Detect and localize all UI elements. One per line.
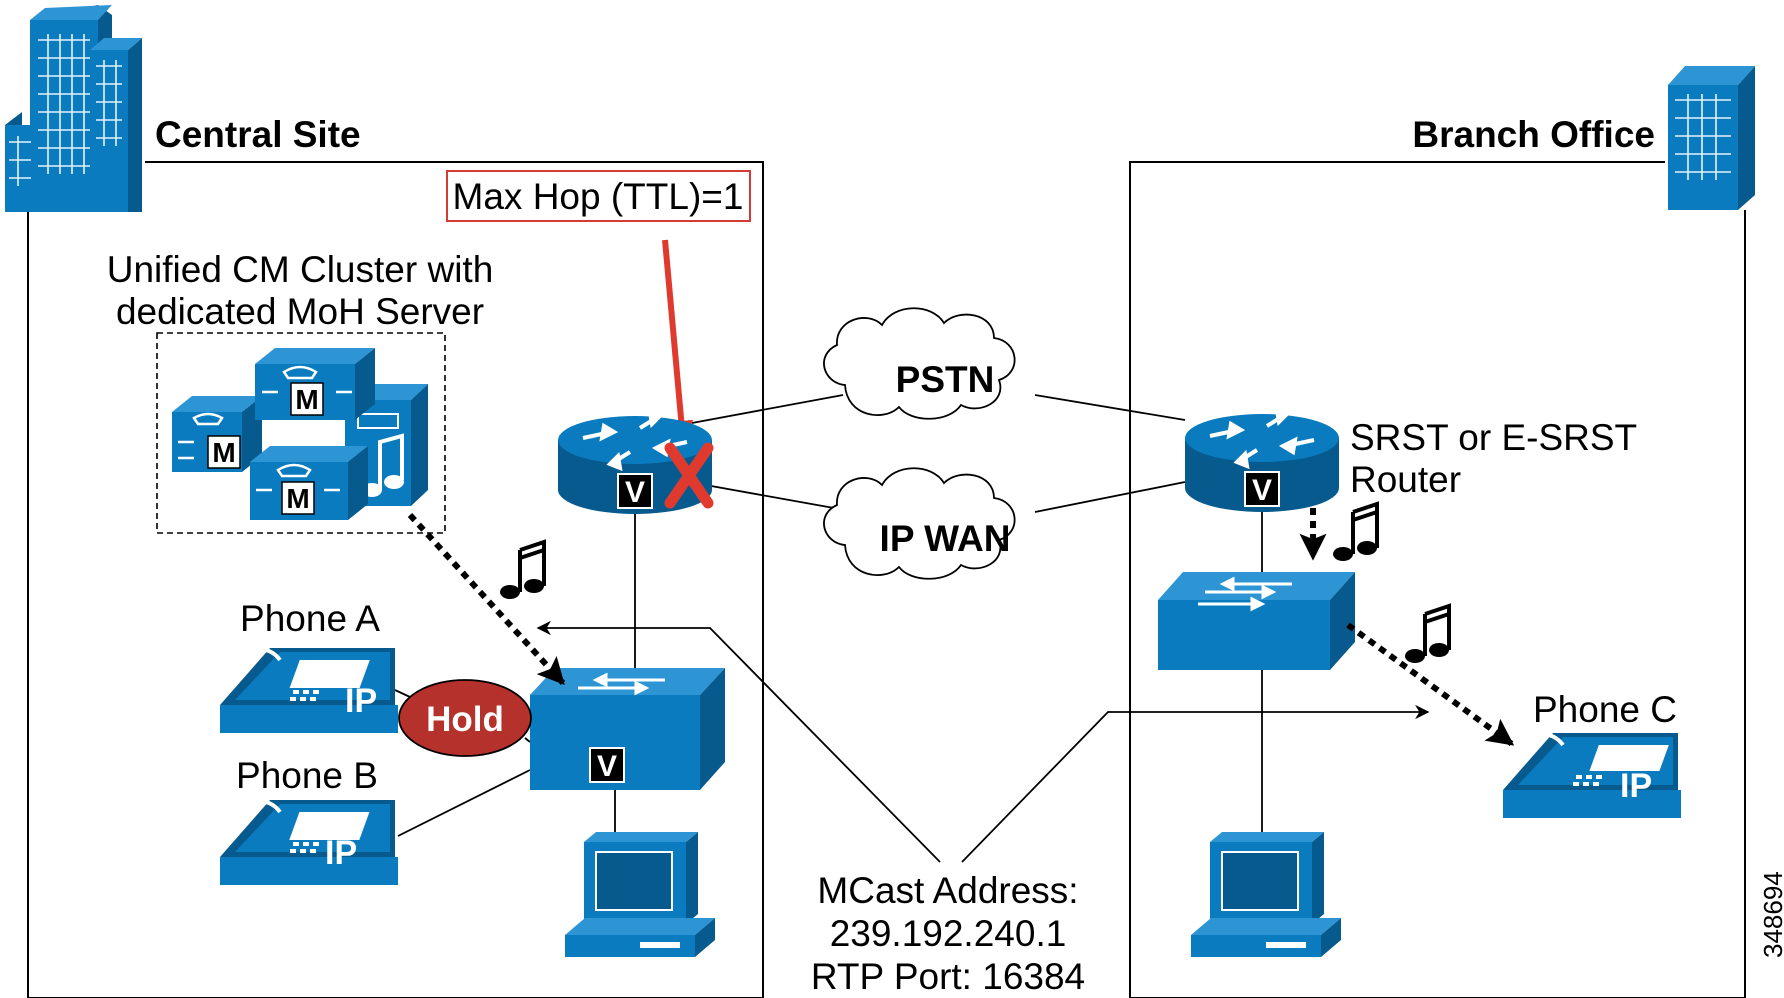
pstn-label: PSTN [896,359,995,400]
links [394,394,1263,840]
blocked-x-icon [664,442,714,509]
m-badge-top: M [295,384,318,415]
ttl-arrow [662,239,694,445]
branch-router-icon: V [1185,406,1339,512]
max-hop-box [446,170,751,222]
hold-label: Hold [426,700,504,739]
branch-office-label: Branch Office [1412,114,1655,155]
moh-stream-arrows [407,508,1515,747]
branch-switch-icon [1158,572,1355,670]
central-site-label: Central Site [155,114,361,155]
central-router-icon: V [558,408,712,514]
srst-label-line1: SRST or E-SRST [1350,417,1637,458]
mcast-flow-central [536,620,941,863]
phone-a-icon: IP [220,647,398,733]
music-note-icon [500,539,546,599]
central-site-boundary [27,161,764,998]
v-badge-branch-router: V [1252,474,1272,507]
branch-pc-icon [1191,832,1341,957]
central-pc-icon [565,832,715,957]
phone-b-label: Phone B [236,755,378,796]
m-badge-left: M [212,437,235,468]
pstn-cloud: PSTN [823,307,1016,420]
phone-b-icon: IP [220,799,398,885]
cm-server-top: M [255,348,375,420]
cm-server-left: M [172,396,262,472]
cluster-boundary [156,332,446,534]
srst-label-line2: Router [1350,459,1461,500]
music-note-icon [1405,603,1451,663]
mcast-ip-label: 239.192.240.1 [830,913,1067,954]
cm-server-bottom: M [250,446,368,520]
cluster-label-line2: dedicated MoH Server [116,291,484,332]
max-hop-label: Max Hop (TTL)=1 [453,176,744,217]
central-building-icon [5,5,142,212]
v-badge-central-switch: V [597,750,617,783]
phone-c-ip-text: IP [1620,767,1652,805]
branch-building-icon [1668,66,1755,210]
branch-office-boundary [1129,161,1746,998]
ip-wan-cloud: IP WAN [823,467,1016,580]
cluster-label-line1: Unified CM Cluster with [107,249,494,290]
phone-c-label: Phone C [1533,689,1677,730]
v-badge-central-router: V [625,476,645,509]
ip-wan-label: IP WAN [880,518,1011,559]
phone-c-icon: IP [1503,732,1681,818]
central-switch-icon: V [530,668,725,790]
phone-a-label: Phone A [240,598,380,639]
figure-id: 348694 [1758,871,1784,958]
phone-a-ip-text: IP [345,682,377,720]
mcast-flow-branch [961,704,1430,863]
phone-b-ip-text: IP [325,834,357,872]
rtp-port-label: RTP Port: 16384 [811,956,1085,997]
m-badge-bottom: M [286,483,309,514]
mcast-address-label: MCast Address: [817,870,1078,911]
hold-badge: Hold [398,679,532,757]
music-note-icon [1333,501,1379,561]
